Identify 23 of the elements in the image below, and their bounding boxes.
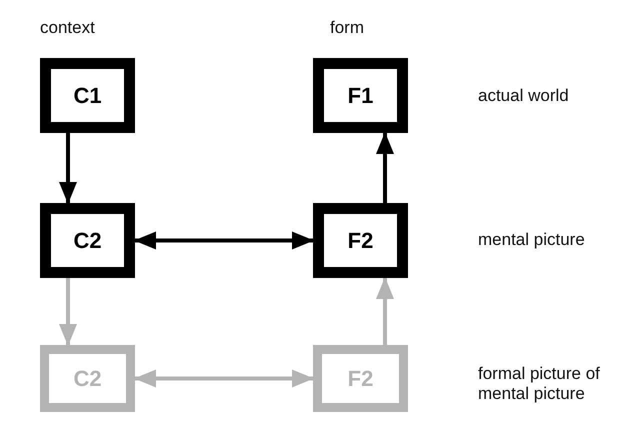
row-label: mental picture [478, 230, 585, 250]
process-box [313, 345, 408, 412]
process-box [40, 58, 135, 133]
arrow [134, 232, 314, 250]
arrow [376, 277, 394, 345]
box-label: F1 [348, 82, 374, 108]
arrow [134, 370, 314, 388]
arrow [376, 132, 394, 203]
row-label: actual world [478, 86, 569, 106]
process-box [313, 58, 408, 133]
column-heading: form [330, 18, 364, 38]
arrow [59, 278, 77, 346]
process-box [40, 345, 135, 412]
arrow [59, 133, 77, 204]
process-box [313, 203, 408, 278]
box-label: C1 [73, 82, 102, 108]
process-box [40, 203, 135, 278]
column-heading: context [40, 18, 95, 38]
row-label: formal picture of mental picture [478, 364, 601, 405]
box-label: C2 [73, 366, 102, 392]
box-label: F2 [348, 228, 374, 254]
box-label: C2 [73, 228, 102, 254]
box-label: F2 [348, 366, 374, 392]
